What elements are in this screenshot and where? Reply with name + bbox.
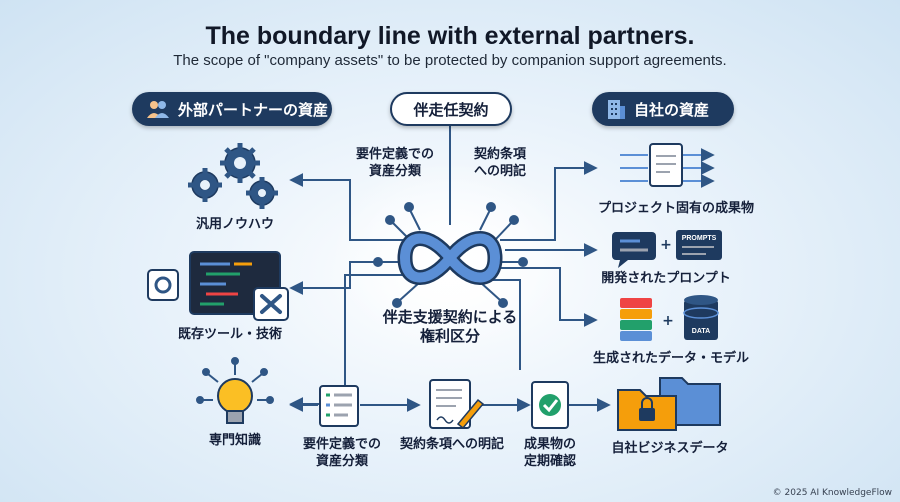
code-window-icon — [147, 251, 289, 321]
agreement-label: 伴走任契約 — [413, 100, 489, 119]
company-assets-pill: 自社の資産 — [592, 92, 734, 126]
page-title: The boundary line with external partners… — [205, 22, 695, 50]
top-left-label: 要件定義での 資産分類 — [355, 147, 434, 179]
external-assets-pill: 外部パートナーの資産 — [132, 92, 332, 126]
check-document-icon — [531, 381, 569, 429]
right-item-label: 生成されたデータ・モデル — [592, 351, 749, 366]
people-icon — [146, 99, 170, 119]
prompts-icon: PROMPTS — [612, 230, 722, 268]
bottom-step-label: 契約条項への明記 — [399, 437, 504, 452]
data-model-icon: DATA — [620, 295, 719, 341]
top-right-label: 契約条項 への明記 — [473, 147, 526, 179]
plus-sign: + — [662, 313, 674, 329]
lightbulb-icon — [196, 357, 274, 424]
center-label: 伴走支援契約による 権利区分 — [382, 308, 518, 345]
page-subtitle: The scope of "company assets" to be prot… — [173, 52, 727, 69]
agreement-pill: 伴走任契約 — [390, 92, 512, 126]
right-item-label: プロジェクト固有の成果物 — [597, 201, 754, 216]
left-item-label: 汎用ノウハウ — [195, 217, 274, 232]
bottom-step-label: 成果物の 定期確認 — [523, 437, 576, 469]
left-item-label: 既存ツール・技術 — [177, 327, 282, 342]
document-flow-icon — [620, 143, 715, 188]
company-assets-label: 自社の資産 — [634, 100, 710, 119]
data-db-text: DATA — [692, 328, 710, 335]
infinity-knot-icon — [373, 202, 528, 308]
bottom-step-label: 要件定義での 資産分類 — [302, 437, 381, 469]
prompts-card-text: PROMPTS — [682, 235, 717, 242]
checklist-document-icon — [319, 385, 359, 427]
right-item-label: 自社ビジネスデータ — [611, 441, 729, 456]
locked-folder-icon — [617, 377, 721, 431]
copyright-footer: © 2025 AI KnowledgeFlow — [772, 488, 892, 498]
gears-icon — [188, 143, 278, 209]
external-assets-label: 外部パートナーの資産 — [178, 100, 329, 119]
right-item-label: 開発されたプロンプト — [601, 271, 731, 286]
left-item-label: 専門知識 — [208, 433, 261, 448]
building-icon — [606, 98, 626, 120]
contract-pen-icon — [429, 379, 485, 430]
plus-sign: + — [660, 237, 672, 253]
